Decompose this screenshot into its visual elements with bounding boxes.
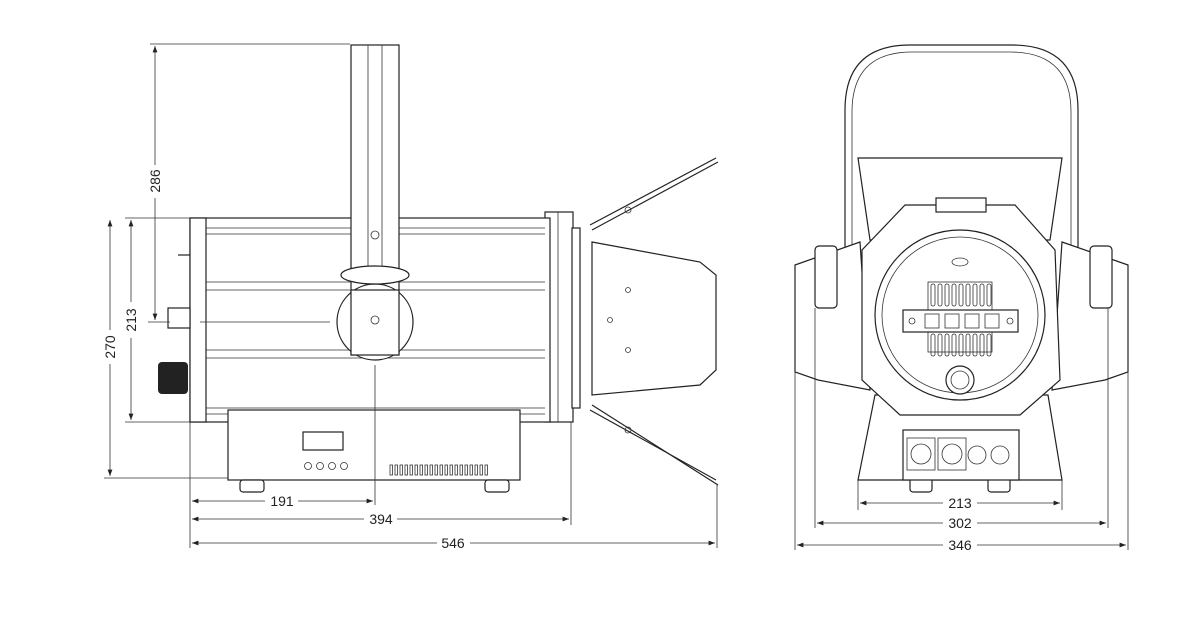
cooling-fin	[958, 283, 964, 307]
dim-yoke-height: 286	[147, 169, 163, 193]
focus-knob	[158, 362, 188, 394]
yoke-lock	[340, 265, 410, 285]
cooling-fin	[972, 333, 978, 357]
cooling-fin	[951, 333, 957, 357]
right-yoke-knob	[1089, 245, 1113, 309]
cooling-fin	[937, 333, 943, 357]
dim-pivot-offset: 191	[270, 493, 294, 509]
vent-slot	[389, 464, 393, 476]
dim-total-height: 270	[102, 335, 118, 359]
vent-slot	[479, 464, 483, 476]
cooling-fin	[965, 283, 971, 307]
vent-slot	[484, 464, 488, 476]
cooling-fin	[986, 333, 992, 357]
cooling-fin	[986, 283, 992, 307]
vent-slot	[439, 464, 443, 476]
display	[302, 431, 344, 451]
dim-total-width: 346	[948, 537, 972, 553]
dim-body-height: 213	[123, 308, 139, 332]
cooling-fin	[944, 333, 950, 357]
vent-slot	[424, 464, 428, 476]
front-view: 213 302 346	[794, 44, 1129, 553]
vent-slot	[474, 464, 478, 476]
control-panel	[902, 309, 1019, 333]
vent-slot	[414, 464, 418, 476]
dim-yoke-width: 302	[948, 515, 972, 531]
side-view: 286 213 270 191 394 546	[102, 43, 719, 551]
cooling-fin	[972, 283, 978, 307]
front-dimensions: 213 302 346	[794, 308, 1129, 553]
vent-slot	[469, 464, 473, 476]
cooling-fin	[965, 333, 971, 357]
vent-slot	[434, 464, 438, 476]
vent-slot	[449, 464, 453, 476]
vent-slot	[404, 464, 408, 476]
dim-total-length: 546	[441, 535, 465, 551]
side-dimensions: 286 213 270 191 394 546	[102, 43, 718, 551]
cooling-fin	[930, 283, 936, 307]
vent-slot	[399, 464, 403, 476]
dim-body-length: 394	[369, 511, 393, 527]
cooling-fin	[979, 283, 985, 307]
cooling-fin	[951, 283, 957, 307]
dim-base-width: 213	[948, 495, 972, 511]
vent-slot	[419, 464, 423, 476]
vent-slot	[459, 464, 463, 476]
cooling-fin	[958, 333, 964, 357]
left-yoke-knob	[814, 245, 838, 309]
vent-slot	[429, 464, 433, 476]
side-barn-doors	[589, 157, 719, 486]
cooling-fin	[944, 283, 950, 307]
vent-slot	[454, 464, 458, 476]
vent-slot	[444, 464, 448, 476]
vent-slots	[389, 464, 488, 476]
left-barn-door	[794, 241, 871, 391]
cooling-fin	[937, 283, 943, 307]
vent-slot	[464, 464, 468, 476]
cooling-fin	[979, 333, 985, 357]
cooling-fin	[930, 333, 936, 357]
front-yoke	[844, 44, 1079, 290]
vent-slot	[409, 464, 413, 476]
vent-slot	[394, 464, 398, 476]
side-base-box	[227, 409, 521, 481]
